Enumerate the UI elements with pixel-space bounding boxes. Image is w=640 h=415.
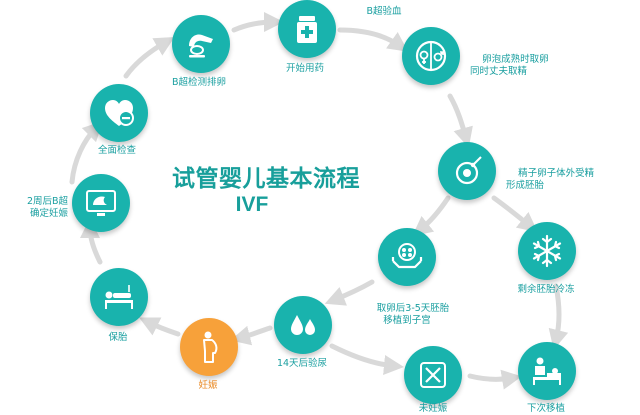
egg-sperm-icon bbox=[415, 40, 447, 72]
snowflake-icon bbox=[532, 234, 562, 268]
arrow-medicine-to-egg bbox=[337, 27, 409, 52]
step-overall-check bbox=[90, 84, 148, 142]
arrow-notpregnant-to-next bbox=[467, 369, 522, 390]
step-next-transfer-label: 下次移植 bbox=[526, 403, 566, 414]
step-next-transfer bbox=[518, 342, 576, 400]
step-protect-fetus bbox=[90, 268, 148, 326]
heart-minus-icon bbox=[105, 100, 134, 126]
step-protect-fetus-label: 保胎 bbox=[108, 332, 128, 343]
step-freeze-embryo bbox=[518, 222, 576, 280]
doctor-patient-icon bbox=[533, 357, 561, 385]
step-fertilization-text: 精子卵子体外受精 形成胚胎 bbox=[506, 168, 595, 191]
step-fertilization-label: 精子卵子体外受精 形成胚胎 bbox=[506, 156, 594, 204]
step-confirm-pregnancy bbox=[72, 174, 130, 232]
embryo-hands-icon bbox=[391, 243, 423, 269]
step-urine-test-label: 14天后验尿 bbox=[276, 358, 328, 369]
step-urine-test bbox=[274, 296, 332, 354]
step-not-pregnant bbox=[404, 346, 462, 404]
ultrasound-probe-icon bbox=[189, 34, 213, 58]
arrow-urine-to-notpregnant bbox=[329, 343, 404, 375]
step-pregnancy-label: 妊娠 bbox=[198, 380, 218, 391]
arrow-egg-to-fertilization bbox=[447, 93, 473, 148]
step-confirm-pregnancy-text: 2周后B超 确定妊娠 bbox=[26, 196, 68, 219]
step-confirm-pregnancy-label: 2周后B超 确定妊娠 bbox=[15, 184, 68, 232]
step-freeze-embryo-label: 剩余胚胎冷冻 bbox=[517, 284, 575, 295]
medicine-bottle-icon bbox=[297, 16, 317, 43]
lying-patient-icon bbox=[105, 285, 133, 309]
step-egg-retrieval bbox=[402, 27, 460, 85]
arrow-urine-to-pregnant bbox=[230, 325, 273, 346]
step-not-pregnant-label: 未妊娠 bbox=[418, 403, 448, 414]
arrow-transfer-to-urine bbox=[324, 279, 375, 306]
step-overall-check-label: 全面检查 bbox=[97, 145, 137, 156]
step-b-ultrasound-ovulation bbox=[172, 15, 230, 73]
step-pregnancy bbox=[180, 318, 238, 376]
step-embryo-transfer-text: 取卵后3-5天胚胎 移植到子宫 bbox=[376, 303, 450, 326]
arrow-check-to-ultrasound bbox=[123, 37, 175, 79]
step-egg-retrieval-label: 卵泡成熟时取卵 同时丈夫取精 bbox=[470, 42, 549, 90]
arrow-confirm-to-check bbox=[69, 120, 104, 185]
diagram-subtitle: IVF bbox=[235, 193, 269, 216]
arrow-ultrasound-to-medicine bbox=[231, 12, 284, 33]
step-b-ultrasound-blood-test-label: B超验血 bbox=[366, 6, 402, 17]
arrow-fertilization-to-freeze bbox=[491, 195, 538, 233]
drops-icon bbox=[291, 315, 315, 335]
step-b-ultrasound-ovulation-label: B超检测排卵 bbox=[171, 77, 227, 88]
fertilization-icon bbox=[455, 156, 482, 185]
arrow-fertilization-to-transfer bbox=[412, 195, 451, 237]
not-pregnant-icon bbox=[420, 362, 446, 388]
diagram-title: 试管婴儿基本流程 bbox=[172, 166, 360, 192]
arrow-protect-to-confirm bbox=[80, 218, 103, 265]
step-start-medication-label: 开始用药 bbox=[285, 63, 325, 74]
step-egg-retrieval-text: 卵泡成熟时取卵 同时丈夫取精 bbox=[470, 54, 549, 77]
pregnant-woman-icon bbox=[203, 331, 218, 363]
ultrasound-monitor-icon bbox=[86, 190, 116, 216]
arrow-freeze-to-next bbox=[548, 283, 569, 350]
step-embryo-transfer bbox=[378, 228, 436, 286]
step-fertilization bbox=[438, 142, 496, 200]
step-embryo-transfer-label: 取卵后3-5天胚胎 移植到子宫 bbox=[365, 291, 450, 339]
arrow-pregnant-to-protect bbox=[139, 317, 181, 337]
step-start-medication bbox=[278, 0, 336, 58]
